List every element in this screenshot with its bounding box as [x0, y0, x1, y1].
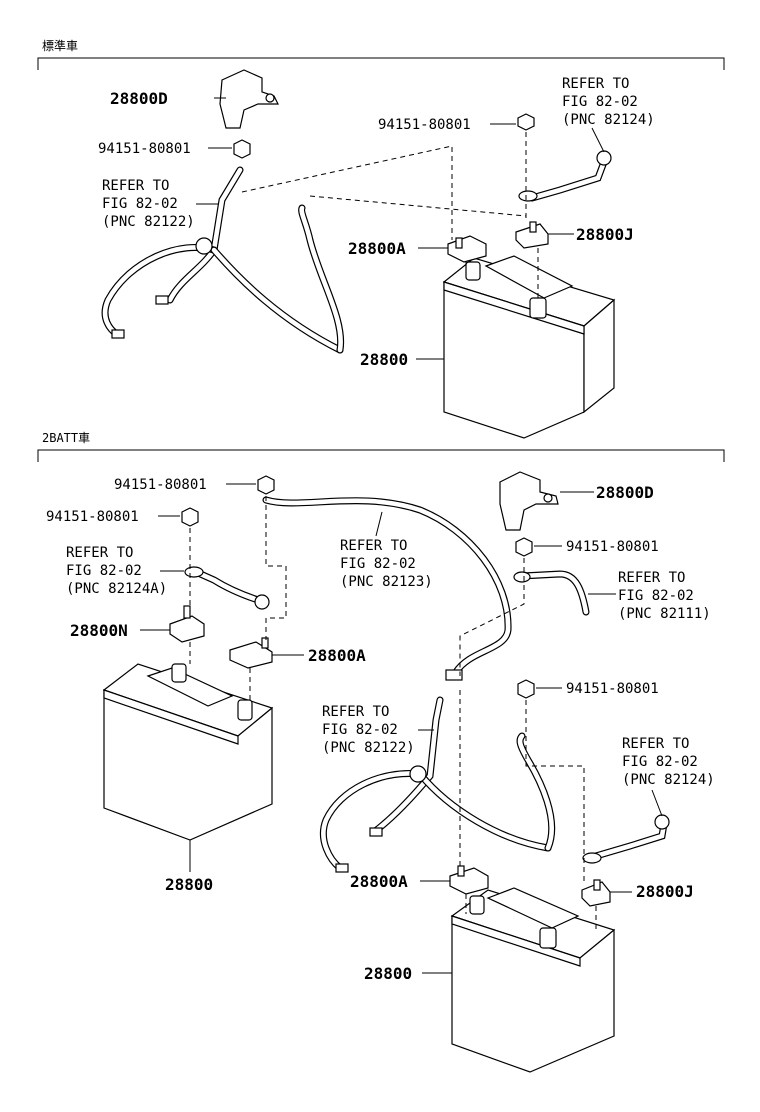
ref-line-1: REFER TO	[618, 570, 685, 586]
top-drawing	[101, 69, 616, 439]
ref-82124-lower: REFER TO FIG 82-02 (PNC 82124)	[622, 736, 715, 817]
ref-82111: REFER TO FIG 82-02 (PNC 82111)	[588, 570, 711, 622]
label-clamp-28800a-left: 28800A	[308, 646, 366, 665]
battery-right-shape	[450, 887, 616, 1073]
ref-line-1: REFER TO	[622, 736, 689, 752]
label-nut-94151: 94151-80801	[98, 141, 191, 157]
ref-line-2: FIG 82-02	[618, 588, 694, 604]
bracket-28800d-lower-shape	[499, 471, 559, 531]
label-clamp-28800j-lower: 28800J	[636, 882, 694, 901]
label-battery-left: 28800	[165, 875, 213, 894]
section-standard-vehicle: 標準車	[37, 38, 725, 70]
label-nut-top: 94151-80801	[114, 477, 207, 493]
ref-line-2: FIG 82-02	[322, 722, 398, 738]
label-bracket-28800d-lower: 28800D	[596, 483, 654, 502]
section-2batt-vehicle: 2BATT車	[37, 431, 725, 462]
clamp-28800j-lower-shape	[581, 879, 611, 907]
nut-top-shape	[257, 475, 275, 495]
ref-line-2: FIG 82-02	[102, 196, 178, 212]
battery-shape	[442, 255, 616, 439]
clamp-28800a-left-shape	[229, 637, 273, 669]
ref-line-1: REFER TO	[340, 538, 407, 554]
cable-long-shape	[262, 496, 512, 681]
cable-left-shape	[101, 166, 344, 354]
label-battery-28800: 28800	[360, 350, 408, 369]
nut-right-lower-shape	[517, 679, 535, 699]
ref-line-3: (PNC 82124)	[562, 112, 655, 128]
clamp-28800j-shape	[515, 221, 549, 249]
label-nut-right-lower: 94151-80801	[566, 681, 659, 697]
clamp-28800n-shape	[169, 605, 205, 643]
battery-left-shape	[102, 663, 274, 841]
nut-left-shape	[181, 507, 199, 527]
ref-line-3: (PNC 82124A)	[66, 581, 167, 597]
cable-82124a-shape	[184, 566, 270, 610]
ref-line-3: (PNC 82122)	[322, 740, 415, 756]
nut-right-shape	[517, 113, 535, 131]
section-frame-top	[37, 57, 725, 70]
ref-82124a: REFER TO FIG 82-02 (PNC 82124A)	[66, 545, 184, 597]
label-clamp-28800j: 28800J	[576, 225, 634, 244]
ref-line-3: (PNC 82123)	[340, 574, 433, 590]
cable-82124-lower-shape	[582, 814, 670, 864]
ref-right-82124: REFER TO FIG 82-02 (PNC 82124)	[562, 76, 655, 153]
bottom-drawing	[102, 471, 670, 1073]
bottom-labels: 94151-80801 94151-80801 REFER TO FIG 82-…	[46, 477, 715, 983]
ref-line-2: FIG 82-02	[66, 563, 142, 579]
ref-line-3: (PNC 82111)	[618, 606, 711, 622]
cable-82111-shape	[513, 570, 590, 616]
ref-line-3: (PNC 82122)	[102, 214, 195, 230]
nut-shape	[233, 139, 251, 159]
label-nut-right: 94151-80801	[378, 117, 471, 133]
ref-82122-lower: REFER TO FIG 82-02 (PNC 82122)	[322, 704, 434, 756]
cable-middle-shape	[298, 204, 345, 354]
top-labels: 28800D 94151-80801 REFER TO FIG 82-02 (P…	[98, 76, 655, 369]
ref-line-1: REFER TO	[66, 545, 133, 561]
ref-line-2: FIG 82-02	[340, 556, 416, 572]
ref-line-1: REFER TO	[322, 704, 389, 720]
bracket-28800d-shape	[219, 69, 279, 129]
label-clamp-28800a-right: 28800A	[350, 872, 408, 891]
ref-line-1: REFER TO	[102, 178, 169, 194]
ref-line-3: (PNC 82124)	[622, 772, 715, 788]
label-nut-left: 94151-80801	[46, 509, 139, 525]
cable-right-shape	[518, 150, 612, 202]
ref-line-1: REFER TO	[562, 76, 629, 92]
ref-82123: REFER TO FIG 82-02 (PNC 82123)	[340, 511, 433, 590]
ref-left-82122: REFER TO FIG 82-02 (PNC 82122)	[102, 178, 218, 230]
label-nut-right-upper: 94151-80801	[566, 539, 659, 555]
label-bracket-28800d: 28800D	[110, 89, 168, 108]
label-clamp-28800a: 28800A	[348, 239, 406, 258]
section-title-standard: 標準車	[42, 38, 78, 53]
clamp-28800a-right-shape	[449, 865, 489, 895]
ref-line-2: FIG 82-02	[622, 754, 698, 770]
label-clamp-28800n: 28800N	[70, 621, 128, 640]
clamp-28800a-shape	[447, 235, 487, 263]
cable-82122-shape	[319, 696, 556, 873]
section-title-2batt: 2BATT車	[42, 431, 90, 445]
label-battery-right: 28800	[364, 964, 412, 983]
nut-right-upper-shape	[515, 537, 533, 557]
ref-line-2: FIG 82-02	[562, 94, 638, 110]
section-frame-bottom	[37, 449, 725, 462]
